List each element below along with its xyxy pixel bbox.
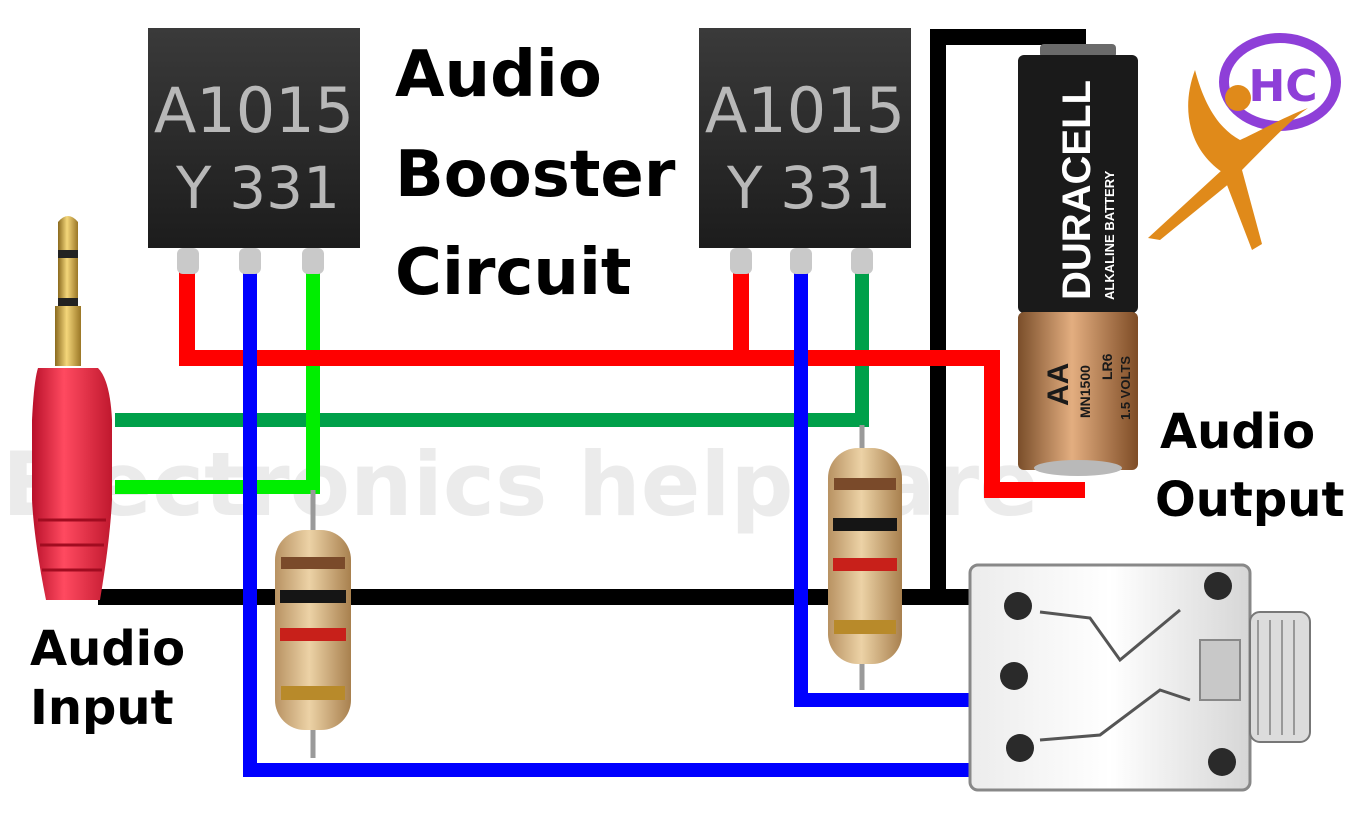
- jack-sleeve: [55, 306, 81, 366]
- audio-input-label-line2: Input: [30, 680, 174, 736]
- transistor-marking-line2-left: Y: [175, 154, 212, 222]
- logo-text: HC: [1248, 61, 1317, 112]
- resistor-band: [834, 478, 896, 490]
- transistor-pin: [851, 248, 873, 274]
- audio-output-label-line2: Output: [1155, 472, 1344, 528]
- logo-figure-icon: [1148, 70, 1308, 250]
- audio-input-label-line1: Audio: [30, 621, 185, 677]
- labels: Audio Input Audio Output: [30, 404, 1344, 736]
- transistor-marking-line1: A1015: [154, 74, 354, 147]
- resistor-band: [280, 590, 346, 603]
- logo: HC: [1148, 33, 1341, 250]
- transistor-pin: [730, 248, 752, 274]
- title-line2: Booster: [395, 138, 676, 212]
- title-line3: Circuit: [395, 236, 632, 310]
- audio-output-label-line1: Audio: [1160, 404, 1315, 460]
- resistor-left: [275, 530, 351, 730]
- wire-blue-right: [794, 272, 975, 707]
- jack-ring: [58, 258, 78, 298]
- resistor-band: [833, 558, 897, 571]
- battery-iec: LR6: [1099, 353, 1115, 380]
- resistor-band: [281, 557, 345, 569]
- transistor-marking-line2-right: 331: [229, 154, 340, 222]
- battery-type: ALKALINE BATTERY: [1102, 170, 1117, 300]
- wire-blue-left: [243, 272, 975, 777]
- transistor-marking-line2-right: 331: [780, 154, 891, 222]
- battery-bottom: [1018, 312, 1138, 470]
- battery-cap: [1040, 44, 1116, 58]
- battery-terminal: [1034, 460, 1122, 476]
- socket-hole: [1204, 572, 1232, 600]
- jack-tip: [58, 216, 78, 250]
- transistor-body: [148, 28, 360, 248]
- wires: [98, 29, 1086, 777]
- audio-output-socket: [968, 563, 1311, 792]
- resistor-band: [833, 518, 897, 531]
- wire-green-bias: [115, 272, 320, 494]
- transistor-pin: [177, 248, 199, 274]
- socket-contact: [1039, 688, 1191, 742]
- transistor-left: A1015 Y 331: [148, 28, 360, 274]
- resistor-band: [834, 620, 896, 634]
- battery: DURACELL ALKALINE BATTERY AA MN1500 LR6 …: [1018, 44, 1138, 476]
- transistor-marking-line2-left: Y: [726, 154, 763, 222]
- transistor-pin: [790, 248, 812, 274]
- transistor-pin: [302, 248, 324, 274]
- title-line1: Audio: [395, 38, 602, 112]
- socket-hole: [1208, 748, 1236, 776]
- socket-hole: [1004, 592, 1032, 620]
- socket-hole: [1000, 662, 1028, 690]
- battery-size: AA: [1042, 363, 1075, 406]
- battery-top: [1018, 55, 1138, 313]
- resistor-right: [828, 448, 902, 664]
- battery-voltage: 1.5 VOLTS: [1118, 356, 1133, 420]
- transistor-pin: [239, 248, 261, 274]
- wire-green-signal: [115, 272, 869, 427]
- socket-contact: [1039, 608, 1181, 663]
- transistor-marking-line1: A1015: [705, 74, 905, 147]
- socket-hole: [1006, 734, 1034, 762]
- battery-brand: DURACELL: [1055, 80, 1099, 300]
- resistor-body: [828, 448, 902, 664]
- title: Audio Booster Circuit: [395, 38, 676, 310]
- wire-red-supply: [179, 272, 1085, 498]
- jack-handle: [32, 368, 112, 600]
- transistor-right: A1015 Y 331: [699, 28, 911, 274]
- jack-ring-band: [58, 298, 78, 306]
- jack-ring-band: [58, 250, 78, 258]
- battery-model: MN1500: [1077, 365, 1093, 418]
- audio-input-jack: [32, 216, 112, 600]
- resistor-band: [281, 686, 345, 700]
- resistor-band: [280, 628, 346, 641]
- transistor-body: [699, 28, 911, 248]
